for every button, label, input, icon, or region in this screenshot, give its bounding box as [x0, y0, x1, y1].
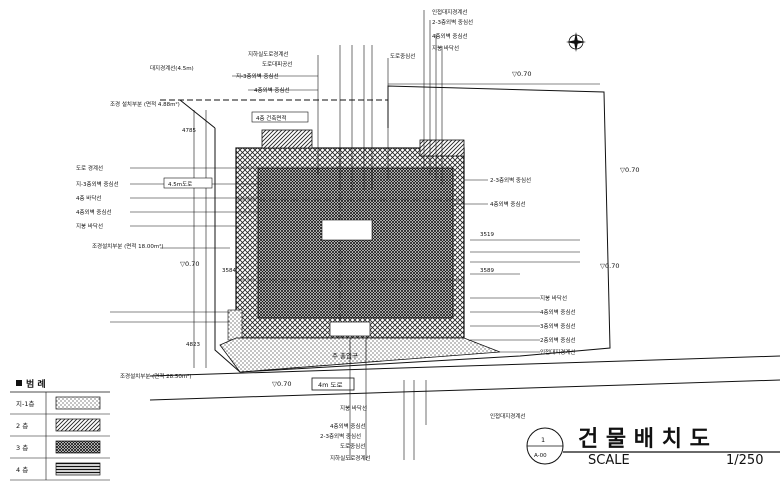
svg-text:3519: 3519	[480, 232, 494, 238]
boxed-labels: 4층 건축면적 4.5m도로	[163, 111, 309, 189]
svg-text:지하실도로경계선: 지하실도로경계선	[330, 454, 370, 462]
svg-text:4층외벽 중심선: 4층외벽 중심선	[432, 32, 468, 40]
legend-label-3: 3 층	[16, 443, 28, 452]
svg-text:▽0.70: ▽0.70	[180, 260, 199, 268]
svg-text:조경 설치부분 (면적 4.88m²): 조경 설치부분 (면적 4.88m²)	[110, 100, 180, 108]
dimension-labels: 4785 4823 3519 3589 3584	[182, 128, 494, 348]
svg-text:조경설치부분 (면적 28.50m²): 조경설치부분 (면적 28.50m²)	[120, 372, 192, 380]
svg-text:3584: 3584	[222, 268, 236, 274]
legend-title: 범 례	[26, 378, 46, 390]
labels-bottom: 지붕 바닥선 4층외벽 중심선 2-3층외벽 중심선 도로중심선 지하실도로경계…	[320, 404, 525, 462]
legend-swatch-3	[55, 440, 101, 454]
svg-text:지붕 바닥선: 지붕 바닥선	[540, 294, 567, 302]
legend-label-1: 지-1층	[16, 399, 34, 408]
labels-top: 인접대지경계선 2-3층외벽 중심선 4층외벽 중심선 지붕 바닥선 지하실도로…	[236, 8, 473, 94]
svg-text:2-3층외벽 중심선: 2-3층외벽 중심선	[432, 18, 473, 26]
scale-label: SCALE	[588, 453, 630, 468]
leader-lines	[110, 10, 600, 460]
svg-text:4785: 4785	[182, 128, 196, 134]
svg-text:지하실도로경계선: 지하실도로경계선	[248, 50, 288, 58]
svg-text:인접대지경계선: 인접대지경계선	[490, 412, 525, 420]
entrance-apron: 주 출입구	[219, 337, 501, 373]
svg-text:4층외벽 중심선: 4층외벽 중심선	[330, 422, 366, 430]
svg-text:인접대지경계선: 인접대지경계선	[432, 8, 467, 16]
legend-swatch-2	[55, 418, 101, 432]
road	[149, 355, 780, 401]
svg-text:2-3층외벽 중심선: 2-3층외벽 중심선	[490, 176, 531, 184]
svg-text:지붕 바닥선: 지붕 바닥선	[340, 404, 367, 412]
svg-text:도로대피공선: 도로대피공선	[262, 60, 292, 68]
legend-label-2: 2 층	[16, 421, 28, 430]
svg-text:4층외벽 중심선: 4층외벽 중심선	[540, 308, 576, 316]
svg-text:4823: 4823	[186, 342, 200, 348]
sheet-code: A-00	[534, 453, 547, 459]
svg-text:4층외벽 중심선: 4층외벽 중심선	[254, 86, 290, 94]
svg-text:도로중심선: 도로중심선	[340, 442, 365, 450]
legend-swatch-4	[55, 462, 101, 476]
scale-value: 1/250	[726, 453, 763, 468]
north-arrow-icon	[566, 32, 586, 52]
elevation-marks: ▽0.70 ▽0.70 ▽0.70 ▽0.70 ▽0.70	[180, 70, 639, 388]
svg-text:지붕 바닥선: 지붕 바닥선	[76, 222, 103, 230]
svg-text:도로 경계선: 도로 경계선	[76, 164, 103, 172]
building-footprint	[227, 129, 465, 341]
title-block: 1 A-00 건 물 배 치 도 SCALE 1/250	[526, 427, 780, 468]
road-label: 4m 도로	[318, 381, 343, 389]
svg-text:2-3층외벽 중심선: 2-3층외벽 중심선	[320, 432, 361, 440]
sheet-number: 1	[541, 436, 545, 444]
legend-label-4: 4 층	[16, 465, 28, 474]
svg-text:대지경계선(4.5m): 대지경계선(4.5m)	[150, 64, 194, 72]
svg-text:▽0.70: ▽0.70	[600, 262, 619, 270]
svg-text:4.5m도로: 4.5m도로	[168, 181, 192, 188]
svg-text:지-3층외벽 중심선: 지-3층외벽 중심선	[76, 180, 119, 188]
labels-left: 대지경계선(4.5m) 조경 설치부분 (면적 4.88m²) 도로 경계선 지…	[76, 64, 194, 380]
svg-text:▽0.70: ▽0.70	[620, 166, 639, 174]
legend: 범 례 지-1층 2 층 3 층 4 층	[10, 378, 110, 481]
svg-text:3589: 3589	[480, 268, 494, 274]
entrance-label: 주 출입구	[332, 351, 358, 360]
svg-text:4층 바닥선: 4층 바닥선	[76, 194, 102, 202]
svg-text:4층외벽 중심선: 4층외벽 중심선	[490, 200, 526, 208]
svg-text:▽0.70: ▽0.70	[272, 380, 291, 388]
svg-text:지-3층외벽 중심선: 지-3층외벽 중심선	[236, 72, 279, 80]
svg-text:조경설치부분 (면적 18.00m²): 조경설치부분 (면적 18.00m²)	[92, 242, 164, 250]
svg-text:도로중심선: 도로중심선	[390, 52, 415, 60]
svg-text:3층외벽 중심선: 3층외벽 중심선	[540, 322, 576, 330]
svg-text:인접대지경계선: 인접대지경계선	[540, 348, 575, 356]
svg-text:4층외벽 중심선: 4층외벽 중심선	[76, 208, 112, 216]
labels-right: 2-3층외벽 중심선 4층외벽 중심선 지붕 바닥선 4층외벽 중심선 3층외벽…	[490, 176, 576, 356]
svg-text:2층외벽 중심선: 2층외벽 중심선	[540, 336, 576, 344]
svg-text:지붕 바닥선: 지붕 바닥선	[432, 44, 459, 52]
drawing-title: 건 물 배 치 도	[578, 427, 710, 452]
svg-text:4층 건축면적: 4층 건축면적	[256, 114, 287, 122]
svg-text:▽0.70: ▽0.70	[512, 70, 531, 78]
legend-swatch-1	[55, 396, 101, 410]
